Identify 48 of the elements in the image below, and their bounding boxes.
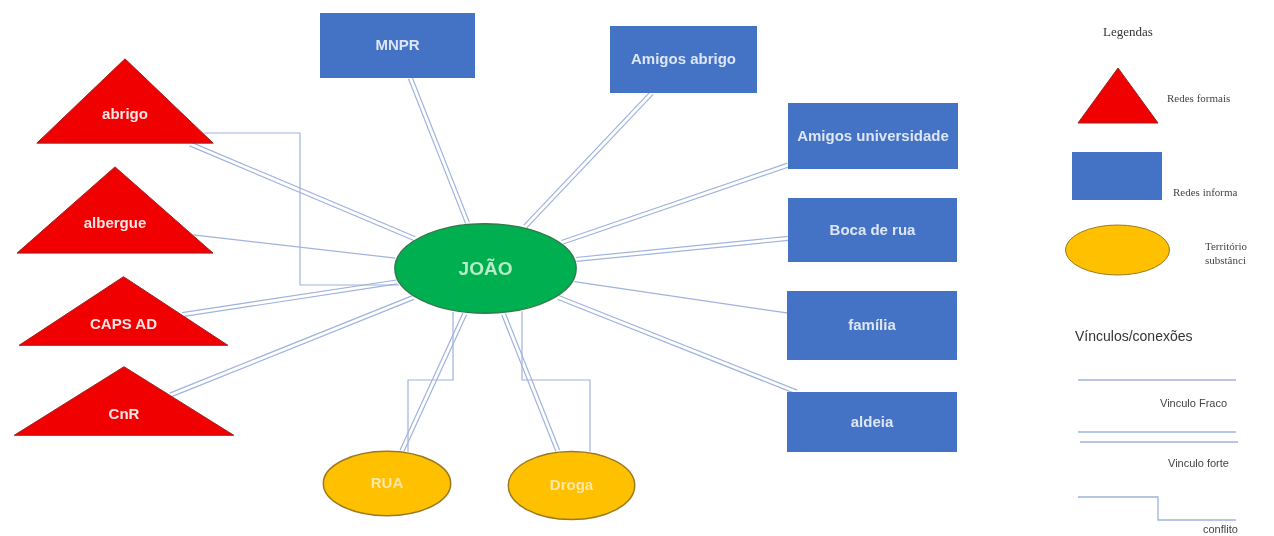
ellipse-node [393, 222, 578, 315]
formal-network-triangle [35, 58, 215, 144]
informal-network-box [787, 291, 957, 360]
legend-text: Redes informa [1173, 186, 1238, 200]
conflict-link-line [202, 132, 400, 286]
legend-heading: Vínculos/conexões [1075, 327, 1193, 346]
node-label: CAPS AD [89, 314, 158, 334]
informal-network-box [787, 392, 957, 452]
double-link-line [560, 162, 790, 245]
legend-text: Vinculo forte [1168, 457, 1229, 471]
node-label: MNPR [374, 35, 421, 56]
double-link-line [407, 76, 470, 225]
formal-network-triangle [15, 166, 215, 254]
node-label: albergue [82, 214, 148, 234]
informal-network-box [320, 13, 475, 78]
legend-text: Redes formais [1167, 92, 1231, 106]
legend-text: Território substânci [1205, 240, 1248, 268]
ellipse-node [322, 450, 452, 517]
conflict-link-line [407, 311, 454, 453]
legend-text: conflito [1203, 523, 1238, 536]
conflict-link-line [521, 310, 591, 453]
node-label: aldeia [849, 411, 895, 432]
weak-link-line [192, 234, 396, 259]
node-label: RUA [369, 473, 405, 494]
formal-network-triangle [17, 276, 230, 346]
double-link-line [523, 91, 654, 229]
ellipse-node [507, 450, 636, 521]
double-link-line [501, 312, 561, 453]
node-label: Amigos universidade [796, 125, 950, 146]
node-label: Amigos abrigo [630, 49, 737, 70]
informal-network-box [788, 198, 957, 262]
legend-text: Vinculo Fraco [1160, 397, 1228, 411]
double-link-line [181, 279, 398, 318]
node-label: abrigo [101, 105, 149, 125]
double-link-line [575, 235, 789, 263]
weak-link-line [573, 281, 788, 314]
node-label: Droga [548, 475, 595, 496]
node-label: CnR [107, 404, 141, 424]
double-link-line [399, 312, 468, 453]
double-link-line [556, 294, 798, 395]
formal-network-triangle [12, 366, 236, 436]
informal-network-box [788, 103, 958, 169]
node-label: família [847, 315, 897, 336]
legend-heading: Legendas [1103, 23, 1153, 41]
node-label: JOÃO [457, 256, 514, 281]
node-label: Boca de rua [828, 219, 917, 240]
double-link-line [169, 295, 415, 398]
informal-network-box [610, 26, 757, 93]
